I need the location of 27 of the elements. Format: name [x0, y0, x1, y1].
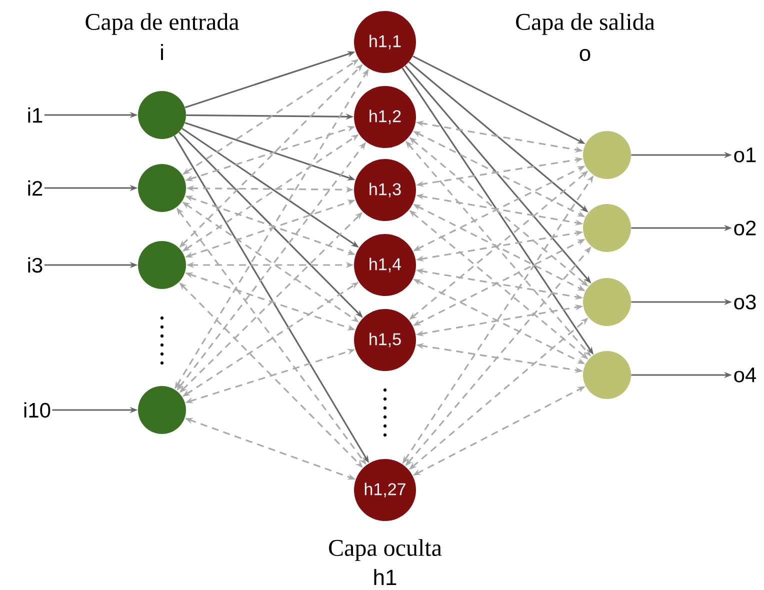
layer-title: Capa de salida — [516, 13, 655, 35]
node-label: o1 — [734, 148, 756, 162]
output-neuron — [583, 204, 631, 252]
node-label: i2 — [28, 180, 42, 196]
layer-symbol: i — [161, 44, 163, 60]
output-neuron — [583, 278, 631, 326]
hidden-neuron: h1,1 — [354, 11, 416, 73]
output-neuron — [583, 351, 631, 399]
hidden-neuron: h1,5 — [354, 309, 416, 371]
input-neuron — [138, 91, 186, 139]
layer-symbol: o — [580, 48, 590, 62]
layer-title: Capa de entrada — [86, 13, 239, 35]
hidden-neuron: h1,27 — [354, 459, 416, 521]
input-neuron — [138, 164, 186, 212]
layer-symbol: h1 — [374, 569, 396, 585]
hidden-neuron: h1,4 — [354, 234, 416, 296]
output-neuron — [583, 131, 631, 179]
node-label: i10 — [24, 402, 50, 418]
node-label: o2 — [734, 220, 756, 236]
node-label: i1 — [28, 107, 42, 123]
node-label: i3 — [28, 257, 42, 273]
hidden-neuron: h1,3 — [354, 159, 416, 221]
node-label: o3 — [734, 294, 756, 310]
hidden-neuron: h1,2 — [354, 86, 416, 148]
input-neuron — [138, 386, 186, 434]
node-label: o4 — [734, 368, 756, 382]
input-neuron — [138, 241, 186, 289]
